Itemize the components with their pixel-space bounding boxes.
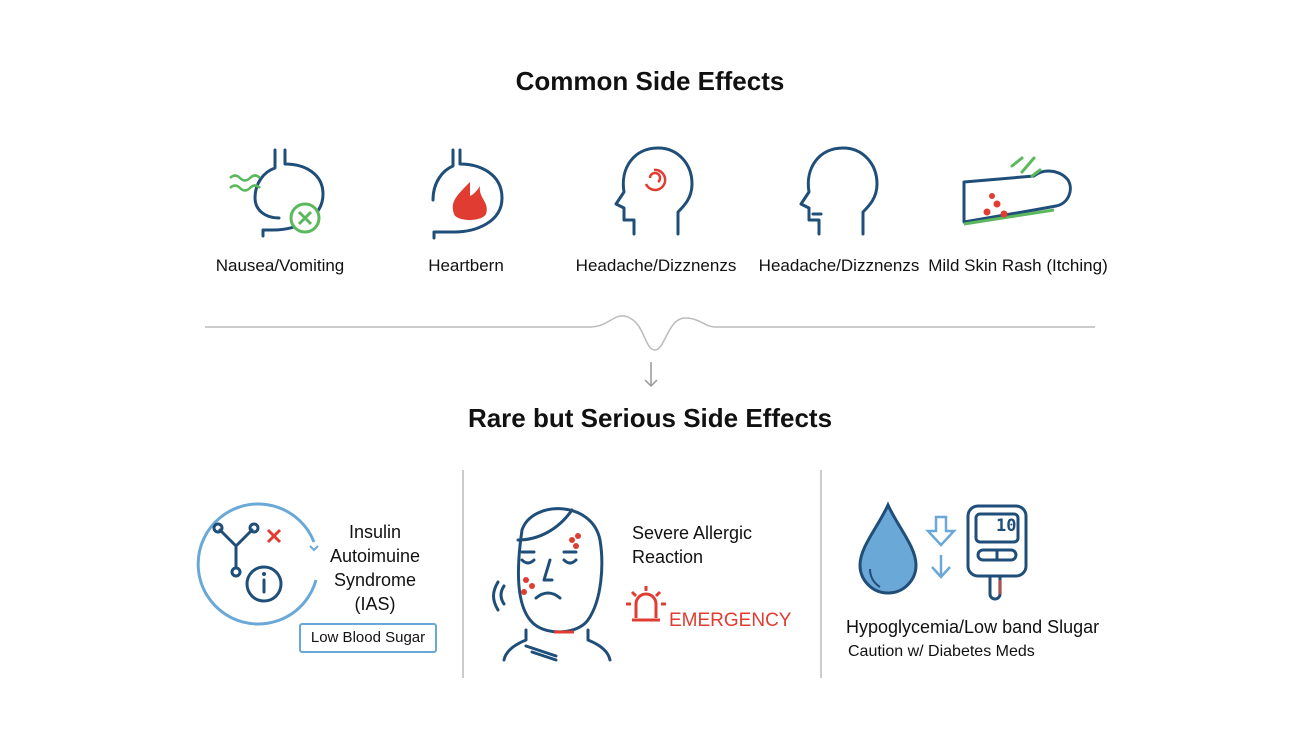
common-label-4: Headache/Dizznenzs [758, 256, 920, 275]
head-spiral-icon [614, 146, 694, 236]
low-blood-sugar-badge: Low Blood Sugar [299, 623, 437, 653]
siren-icon [626, 586, 666, 622]
stomach-nausea-icon [229, 148, 325, 238]
meter-reading: 10 [996, 516, 1017, 536]
column-divider [462, 470, 464, 678]
section-divider [205, 315, 1095, 388]
common-label-1: Nausea/Vomiting [215, 256, 345, 275]
common-label-5: Mild Skin Rash (Itching) [928, 256, 1108, 275]
rare-title: Rare but Serious Side Effects [467, 403, 833, 433]
emergency-label: EMERGENCY [669, 610, 792, 631]
antibody-info-icon [196, 502, 319, 626]
allergic-face-icon [492, 507, 612, 662]
column-divider [820, 470, 822, 678]
ias-title: Insulin Autoimuine Syndrome (IAS) [329, 522, 421, 614]
common-title: Common Side Effects [515, 66, 785, 96]
down-arrows-icon [925, 515, 957, 579]
hypo-title: Hypoglycemia/Low band Slugar [846, 617, 1100, 637]
head-profile-icon [799, 146, 879, 236]
blood-drop-icon [858, 501, 918, 595]
hypo-note: Caution w/ Diabetes Meds [848, 643, 1035, 660]
glucose-meter-icon [966, 504, 1028, 601]
common-label-2: Heartbern [428, 256, 504, 275]
arm-rash-icon [962, 156, 1072, 226]
common-label-3: Headache/Dizznenzs [575, 256, 737, 275]
allergic-title: Severe Allergic Reaction [632, 523, 753, 567]
stomach-fire-icon [431, 148, 504, 240]
